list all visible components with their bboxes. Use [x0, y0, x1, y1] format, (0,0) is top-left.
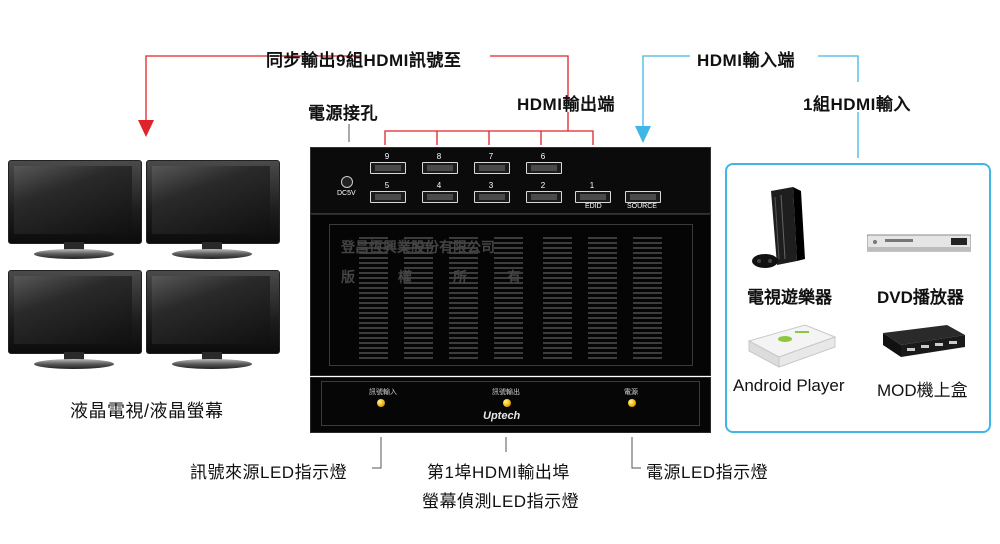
vent-slots [404, 237, 433, 361]
source-devices-box: 電視遊樂器 DVD播放器 Android Player MOD機上盒 [725, 163, 991, 433]
signal-led-pointer [372, 437, 382, 469]
mod-label: MOD機上盒 [877, 381, 968, 400]
dvd-label: DVD播放器 [877, 288, 964, 307]
android-player-icon [747, 324, 837, 368]
port-number: 1 [589, 181, 595, 190]
device-body: 登昌恆興業股份有限公司 版 權 所 有 [310, 214, 711, 376]
monitor-bottom-right [146, 270, 280, 372]
port1-led-label-line2: 螢幕偵測LED指示燈 [422, 492, 580, 511]
hdmi-input-connector [642, 55, 690, 128]
sync-output-label: 同步輸出9組HDMI訊號至 [266, 51, 462, 70]
input-arrowhead [635, 126, 651, 143]
uptech-logo: Uptech [483, 410, 521, 422]
source-label: SOURCE [627, 203, 657, 210]
vent-slots [359, 237, 388, 361]
vent-slots [588, 237, 617, 361]
port1-led-label-line1: 第1埠HDMI輸出埠 [427, 463, 570, 482]
port-number: 8 [436, 152, 442, 161]
monitor-top-right [146, 160, 280, 262]
monitor-top-left [8, 160, 142, 262]
hdmi-output-port-2 [526, 191, 562, 203]
hdmi-input-port-label: HDMI輸入端 [697, 51, 795, 70]
dc-label: DC5V [337, 190, 356, 197]
vent-slots [494, 237, 523, 361]
vent-slots [543, 237, 572, 361]
copyright-char: 版 [341, 269, 355, 285]
port-number: 2 [540, 181, 546, 190]
rear-panel: DC5V 9 8 7 6 5 4 3 2 1 EDID SOURCE [310, 147, 711, 214]
sync-output-connector [145, 55, 360, 122]
dc-jack [341, 176, 353, 188]
port-number: 7 [488, 152, 494, 161]
dvd-player-icon [867, 234, 971, 252]
copyright-char: 權 [398, 269, 412, 285]
copyright-char: 所 [453, 269, 467, 285]
port-number: 6 [540, 152, 546, 161]
port-number: 5 [384, 181, 390, 190]
console-label: 電視遊樂器 [747, 288, 832, 307]
hdmi-source-port [625, 191, 661, 203]
company-watermark: 登昌恆興業股份有限公司 [341, 239, 495, 255]
one-hdmi-input-label: 1組HDMI輸入 [803, 95, 911, 114]
hdmi-output-port-5 [370, 191, 406, 203]
hdmi-output-port-9 [370, 162, 406, 174]
vent-slots [633, 237, 662, 361]
android-label: Android Player [733, 376, 845, 395]
hdmi-output-port-label: HDMI輸出端 [517, 95, 615, 114]
game-console-icon [752, 187, 805, 268]
output-arrowhead [138, 120, 154, 137]
hdmi-output-port-8 [422, 162, 458, 174]
port1-detect-led [503, 399, 511, 407]
displays-label: 液晶電視/液晶螢幕 [70, 401, 224, 421]
power-led-pointer [631, 437, 641, 469]
edid-label: EDID [585, 203, 602, 210]
mod-box-icon [883, 325, 965, 357]
power-jack-label: 電源接孔 [308, 104, 378, 123]
vent-slots [449, 237, 478, 361]
power-led [628, 399, 636, 407]
signal-led-label: 訊號來源LED指示燈 [190, 463, 348, 482]
monitor-bottom-left [8, 270, 142, 372]
port-number: 3 [488, 181, 494, 190]
front-panel: 訊號輸入 訊號輸出 Uptech 電源 [310, 377, 711, 433]
hdmi-output-port-6 [526, 162, 562, 174]
copyright-char: 有 [507, 269, 521, 285]
hdmi-output-port-3 [474, 191, 510, 203]
power-led-label: 電源 [624, 389, 638, 396]
hdmi-output-port-1 [575, 191, 611, 203]
signal-input-led [377, 399, 385, 407]
signal-output-led-label: 訊號輸出 [492, 389, 520, 396]
port-number: 9 [384, 152, 390, 161]
hdmi-output-port-4 [422, 191, 458, 203]
hdmi-output-port-7 [474, 162, 510, 174]
signal-input-led-label: 訊號輸入 [369, 389, 397, 396]
power-led-text-label: 電源LED指示燈 [646, 463, 769, 482]
port-number: 4 [436, 181, 442, 190]
